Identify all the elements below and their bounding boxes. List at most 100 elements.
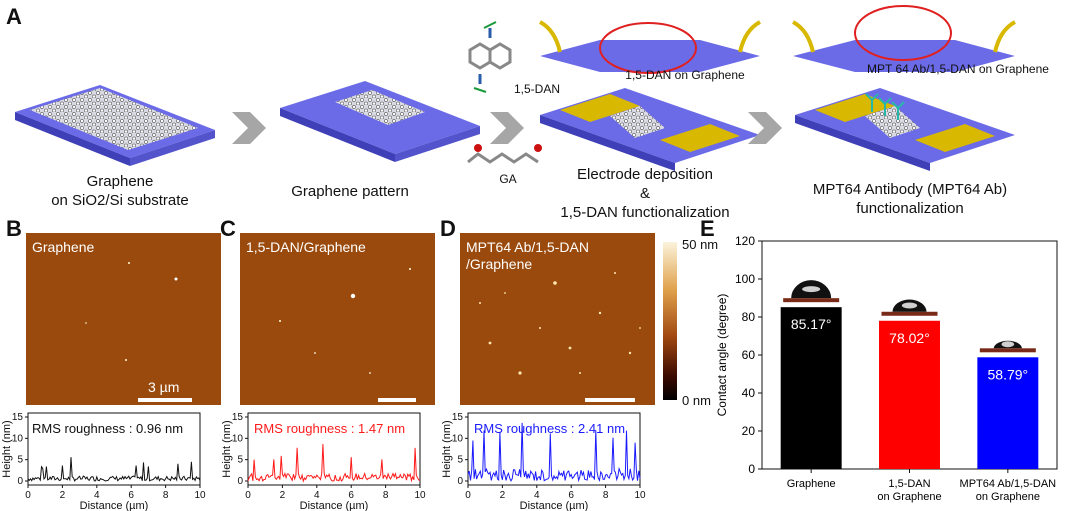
profile-ylabel: Height (nm)	[221, 420, 233, 477]
profile-xtick-label: 0	[245, 490, 251, 501]
arrow-icon-3	[748, 112, 782, 144]
substrate-graphene-full	[15, 85, 215, 166]
profile-ytick-label: 5	[237, 455, 243, 466]
profile-xtick-label: 4	[94, 490, 100, 501]
profile-ytick-label: 15	[12, 412, 24, 423]
caption-step-1-line-1: Graphene	[86, 173, 154, 190]
device-ab-functionalized	[795, 88, 1015, 171]
caption-step-4: MPT64 Antibody (MPT64 Ab) functionalizat…	[790, 180, 1030, 218]
chart-category-label: on Graphene	[976, 491, 1040, 503]
panel-letter-e: E	[700, 216, 715, 241]
profile-ytick-label: 0	[457, 476, 463, 487]
profile-trace	[247, 444, 421, 483]
panel-letter-a: A	[6, 4, 22, 29]
profile-xtick-label: 10	[414, 490, 426, 501]
profile-ytick-label: 5	[17, 455, 23, 466]
inset-dan-on-graphene	[538, 20, 762, 74]
afm-image-ab: MPT64 Ab/1,5-DAN /Graphene	[460, 233, 655, 405]
profile-ytick-label: 15	[232, 412, 244, 423]
profile-ytick-label: 10	[452, 433, 464, 444]
profile-frame	[247, 412, 421, 486]
bar-value-label: 78.02°	[889, 330, 930, 346]
scale-bar-b	[138, 398, 192, 402]
profile-ylabel: Height (nm)	[1, 420, 13, 477]
rms-label-ab: RMS roughness : 2.41 nm	[474, 421, 626, 436]
caption-step-4-line-2: functionalization	[856, 200, 964, 217]
label-mol-ga: GA	[499, 172, 517, 186]
profile-ytick-label: 0	[237, 476, 243, 487]
profile-xtick-label: 10	[634, 490, 646, 501]
profile-xtick-label: 0	[25, 490, 31, 501]
profile-xtick-label: 6	[348, 490, 354, 501]
profile-xtick-label: 0	[465, 490, 471, 501]
colorbar-bottom-label: 0 nm	[682, 393, 711, 408]
chart-ytick-label: 120	[735, 234, 755, 248]
afm-label-graphene: Graphene	[32, 239, 95, 255]
ga-molecule-icon	[467, 144, 542, 164]
profile-xtick-label: 2	[60, 490, 66, 501]
caption-step-3-line-1: Electrode deposition	[577, 166, 713, 183]
profile-xtick-label: 10	[194, 490, 206, 501]
bar-0	[780, 307, 842, 469]
profile-xlabel: Distance (µm)	[520, 500, 589, 511]
chart-category-label: Graphene	[787, 478, 836, 490]
chart-category-label: 1,5-DAN	[888, 478, 930, 490]
colorbar-top-label: 50 nm	[682, 237, 719, 252]
profile-xtick-label: 6	[128, 490, 134, 501]
caption-step-1: Graphene on SiO2/Si substrate	[45, 172, 195, 210]
profile-ytick-label: 15	[452, 412, 464, 423]
bar-2	[977, 357, 1039, 469]
profile-xtick-label: 2	[500, 490, 506, 501]
substrate-graphene-pattern	[280, 81, 480, 162]
chart-ytick-label: 0	[748, 462, 755, 476]
panel-letter-d: D	[440, 216, 456, 241]
caption-step-2: Graphene pattern	[291, 183, 409, 200]
dan-molecule-icon	[468, 21, 512, 93]
device-dan-functionalized	[540, 88, 760, 171]
scale-bar-d	[585, 398, 635, 402]
caption-step-4-line-1: MPT64 Antibody (MPT64 Ab)	[812, 181, 1008, 198]
arrow-icon-1	[232, 112, 266, 144]
afm-speckles-b	[85, 262, 178, 361]
afm-label-ab-line-2: /Graphene	[466, 256, 533, 272]
chart-category-label: on Graphene	[877, 491, 941, 503]
profile-xlabel: Distance (µm)	[300, 500, 369, 511]
profile-trace	[467, 422, 641, 483]
afm-label-dan: 1,5-DAN/Graphene	[246, 239, 366, 255]
fabrication-schematic	[15, 5, 1017, 171]
profile-xlabel: Distance (µm)	[80, 500, 149, 511]
scale-bar-label: 3 µm	[148, 379, 180, 395]
profile-ytick-label: 10	[12, 433, 24, 444]
profile-ytick-label: 5	[457, 455, 463, 466]
caption-step-3-line-3: 1,5-DAN functionalization	[560, 204, 730, 221]
chart-ylabel: Contact angle (degree)	[715, 294, 729, 417]
inset-ab-dan-on-graphene	[791, 5, 1017, 72]
caption-step-1-line-2: on SiO2/Si substrate	[51, 192, 189, 209]
bar-value-label: 58.79°	[988, 366, 1029, 382]
afm-image-dan: 1,5-DAN/Graphene	[240, 233, 435, 405]
colorbar	[663, 242, 677, 400]
bar-1	[879, 320, 940, 469]
droplet-icon	[979, 340, 1036, 353]
profile-frame	[27, 412, 201, 486]
chart-ytick-label: 60	[742, 348, 756, 362]
profile-trace	[27, 457, 201, 482]
profile-xtick-label: 2	[280, 490, 286, 501]
panel-letter-b: B	[6, 216, 22, 241]
afm-image-graphene: Graphene 3 µm	[26, 233, 221, 405]
profile-xtick-label: 4	[314, 490, 320, 501]
profile-xtick-label: 6	[568, 490, 574, 501]
panel-letter-c: C	[220, 216, 236, 241]
profile-xtick-label: 8	[383, 490, 389, 501]
afm-label-ab: MPT64 Ab/1,5-DAN /Graphene	[466, 239, 589, 273]
afm-speckles-c	[279, 268, 411, 374]
profile-ylabel: Height (nm)	[441, 420, 453, 477]
scale-bar-c	[378, 398, 416, 402]
rms-label-graphene: RMS roughness : 0.96 nm	[32, 421, 184, 436]
profile-ytick-label: 10	[232, 433, 244, 444]
